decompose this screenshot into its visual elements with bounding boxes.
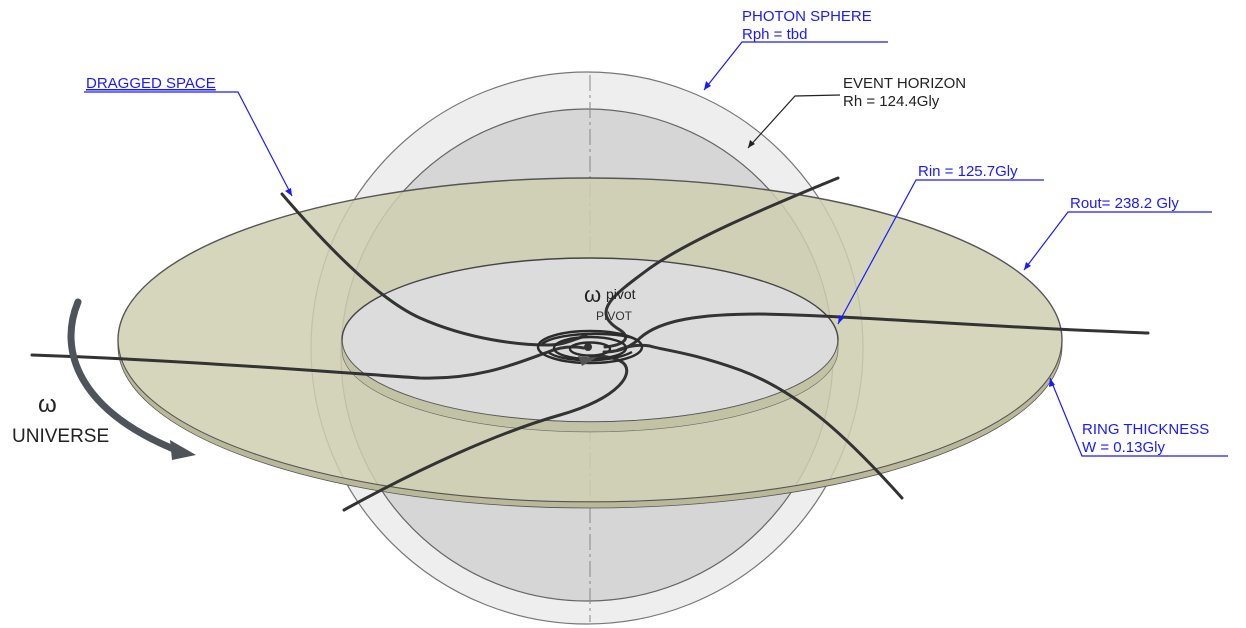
photon-sphere-arrowhead-icon [704, 81, 711, 90]
event-horizon-arrowhead-icon [748, 140, 755, 148]
dragged-space-arrowhead-icon [285, 188, 292, 196]
event-horizon-leader [747, 94, 841, 149]
omega-pivot-sub: pivot [606, 286, 636, 302]
dragged-arm-1 [280, 192, 588, 347]
dragged-space-leader [84, 91, 293, 197]
rin-leader [837, 179, 1044, 325]
rin-label: Rin = 125.7Gly [918, 163, 1018, 180]
pivot-arrow-icon [578, 356, 596, 366]
ring-thickness-arrowhead-icon [1049, 378, 1055, 387]
pivot-label: PIVOT [596, 309, 633, 323]
pivot-point [584, 343, 592, 351]
photon-sphere-title: PHOTON SPHERE [742, 8, 872, 25]
event-horizon-value: Rh = 124.4Gly [843, 93, 940, 110]
inner-wall-band [341, 339, 839, 433]
ring-thickness-value: W = 0.13Gly [1082, 439, 1165, 456]
dragged-arm-3 [602, 312, 1150, 354]
event-horizon-title: EVENT HORIZON [843, 75, 966, 92]
rout-label: Rout= 238.2 Gly [1070, 195, 1179, 212]
omega-pivot-symbol: ω [584, 282, 601, 307]
ring-thickness-edge [117, 339, 1063, 509]
universe-rotation-arrowhead-icon [170, 440, 196, 460]
dragged-space-label: DRAGGED SPACE [86, 75, 216, 92]
dragged-arm-6 [616, 343, 904, 500]
omega-universe-symbol: ω [38, 391, 57, 418]
rout-leader [1023, 211, 1212, 271]
universe-label: UNIVERSE [12, 426, 109, 447]
ring-thickness-title: RING THICKNESS [1082, 421, 1209, 438]
ring-thickness-leader [1049, 377, 1228, 457]
photon-sphere-leader [703, 41, 888, 91]
rin-arrowhead-icon [838, 315, 844, 324]
photon-sphere-value: Rph = tbd [742, 26, 807, 43]
rout-arrowhead-icon [1024, 262, 1031, 270]
universe-rotation-arrow-icon [67, 298, 180, 454]
